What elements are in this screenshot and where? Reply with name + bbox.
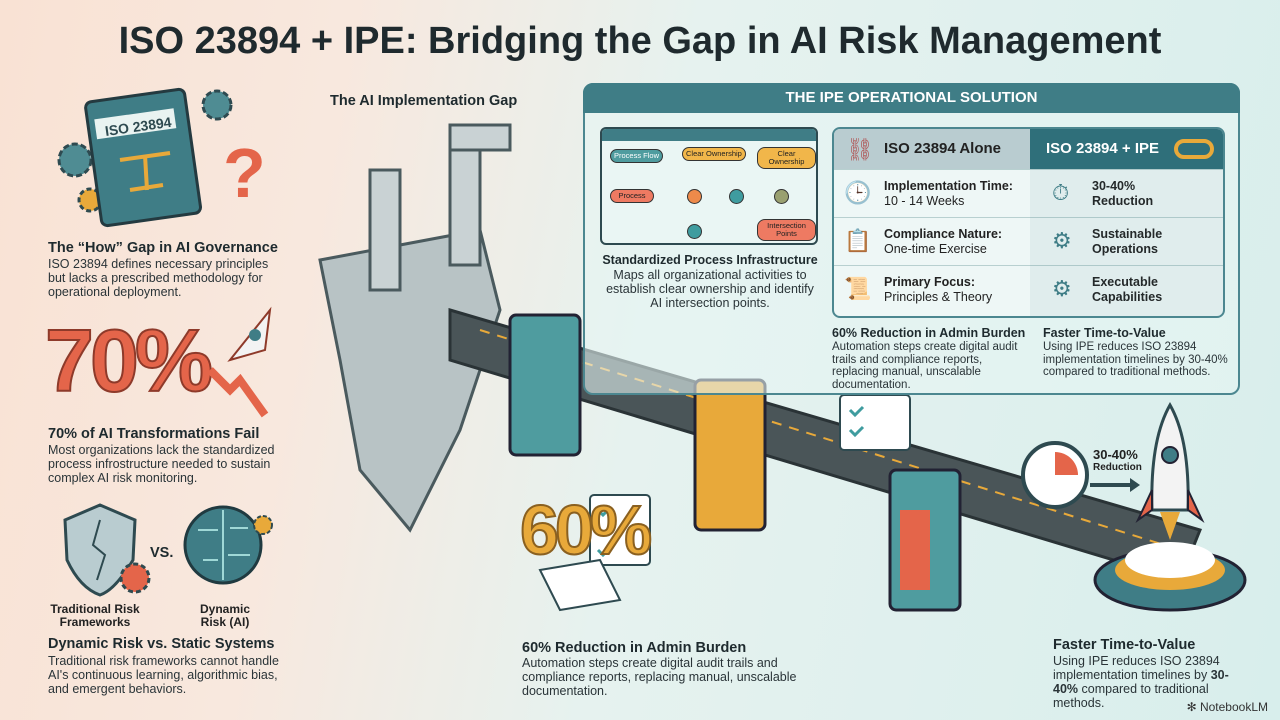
node-intersection-points: Intersection Points [757,219,816,241]
page-title: ISO 23894 + IPE: Bridging the Gap in AI … [118,20,1162,62]
left-label: Primary Focus: [884,275,976,289]
process-window: Process Flow Clear Ownership Clear Owner… [600,127,818,245]
bottom-admin-body: Automation steps create digital audit tr… [522,656,797,698]
traditional-label: Traditional Risk Frameworks [50,602,140,629]
fail-heading: 70% of AI Transformations Fail [48,426,260,442]
panel-admin-heading: 60% Reduction in Admin Burden [832,326,1026,340]
book-gears-illustration: ISO 23894 ? [57,87,266,228]
rocket-stat: 30-40% [1093,447,1138,462]
how-gap-body: ISO 23894 defines necessary principles b… [48,257,269,299]
rocket-falling-icon [207,306,272,418]
papers-icon [538,558,622,612]
brand-footer: ✻ NotebookLM [1186,700,1268,714]
left-label: Implementation Time: [884,179,1013,193]
comparison-row: 📋 Compliance Nature:One-time Exercise ⚙ … [834,217,1223,265]
clipboard-icon: 📋 [844,228,872,253]
right-line-2: Capabilities [1092,290,1163,304]
vs-label: VS. [150,545,174,561]
bottom-ttv-body: Using IPE reduces ISO 23894 implementati… [1053,654,1229,710]
right-header: ISO 23894 + IPE [1030,129,1223,169]
bottom-ttv-heading: Faster Time-to-Value [1053,637,1196,653]
right-line-1: Executable [1092,275,1159,289]
stopwatch-icon: ⏱ [1052,180,1070,205]
node-clear-ownership-2: Clear Ownership [757,147,816,169]
bottom-admin-heading: 60% Reduction in Admin Burden [522,640,747,656]
node-clear-ownership: Clear Ownership [682,147,746,161]
clock-icon: 🕒 [844,180,872,205]
comparison-table: ISO 23894 Alone ISO 23894 + IPE ⛓ 🕒 Impl… [832,127,1225,318]
admin-stat: 60% [519,490,653,570]
left-value: One-time Exercise [884,242,987,256]
right-line-2: Reduction [1092,194,1154,208]
broken-cliff [318,228,502,533]
right-line-1: 30-40% [1092,179,1136,193]
fail-body: Most organizations lack the standardized… [48,443,275,485]
node-process: Process [610,189,654,203]
dynamic-heading: Dynamic Risk vs. Static Systems [48,636,275,652]
dynamic-label: Dynamic Risk (AI) [199,602,251,629]
checklist-card [839,394,911,451]
fail-stat: 70% [44,310,214,411]
chain-link-icon [1174,139,1214,159]
panel-title: THE IPE OPERATIONAL SOLUTION [583,83,1240,113]
left-label: Compliance Nature: [884,227,1003,241]
comparison-row: 📜 Primary Focus:Principles & Theory ⚙ Ex… [834,265,1223,313]
gear-cycle-icon: ⚙ [1052,228,1072,253]
cracked-shield-icon [63,503,151,597]
left-value: 10 - 14 Weeks [884,194,965,208]
scroll-icon: 📜 [844,276,872,301]
left-header: ISO 23894 Alone [834,129,1030,169]
panel-ttv-body: Using IPE reduces ISO 23894 implementati… [1043,341,1228,378]
process-heading: Standardized Process Infrastructure [602,253,818,267]
comparison-row: 🕒 Implementation Time:10 - 14 Weeks ⏱ 30… [834,169,1223,217]
panel-ttv-heading: Faster Time-to-Value [1043,326,1166,340]
right-line-2: Operations [1092,242,1158,256]
how-gap-heading: The “How” Gap in AI Governance [48,240,278,256]
pillar-1 [508,313,582,457]
gap-label: The AI Implementation Gap [330,93,518,109]
question-mark-icon: ? [223,134,266,212]
ai-brain-icon [183,505,273,585]
process-body: Maps all organizational activities to es… [606,268,814,310]
left-value: Principles & Theory [884,290,993,304]
node-process-flow: Process Flow [610,149,664,163]
dynamic-body: Traditional risk frameworks cannot handl… [48,654,279,696]
pillar-2 [693,378,767,532]
gears-icon: ⚙ [1052,276,1072,301]
broken-link-icon: ⛓ [846,137,874,162]
panel-admin-body: Automation steps create digital audit tr… [832,341,1018,391]
right-line-1: Sustainable [1092,227,1163,241]
rocket-stat-label: Reduction [1093,462,1142,473]
